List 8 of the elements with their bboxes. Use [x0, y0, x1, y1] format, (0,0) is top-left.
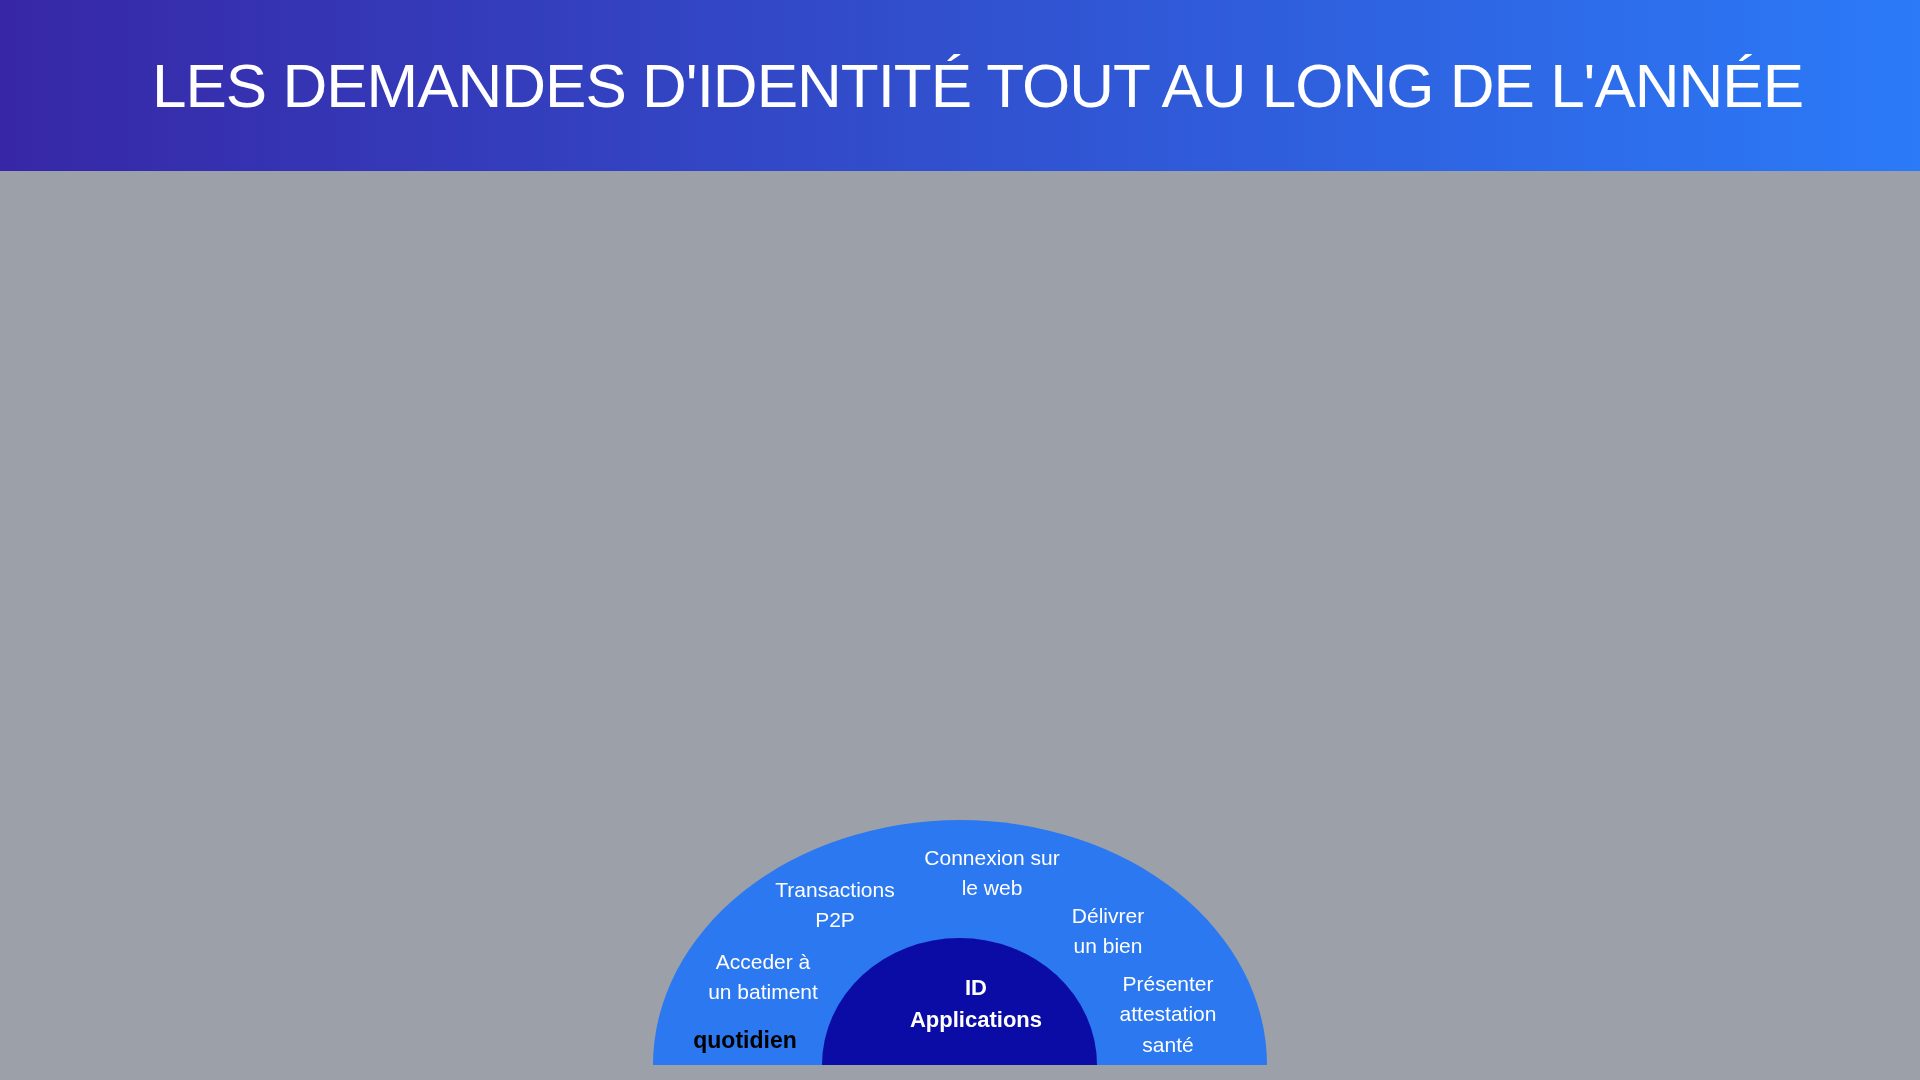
band-label: quotidien	[692, 1026, 798, 1056]
page-title: LES DEMANDES D'IDENTITÉ TOUT AU LONG DE L'ANNÉE	[152, 50, 1804, 121]
center-label: ID Applications	[909, 974, 1043, 1034]
segment-label: Acceder à un batiment	[708, 948, 818, 1005]
segment-label: Délivrer un bien	[1070, 902, 1146, 959]
segment-label: Présenter attestation santé	[1118, 971, 1218, 1059]
segment-label: Connexion sur le web	[923, 844, 1061, 901]
segment-label: Transactions P2P	[774, 876, 896, 933]
